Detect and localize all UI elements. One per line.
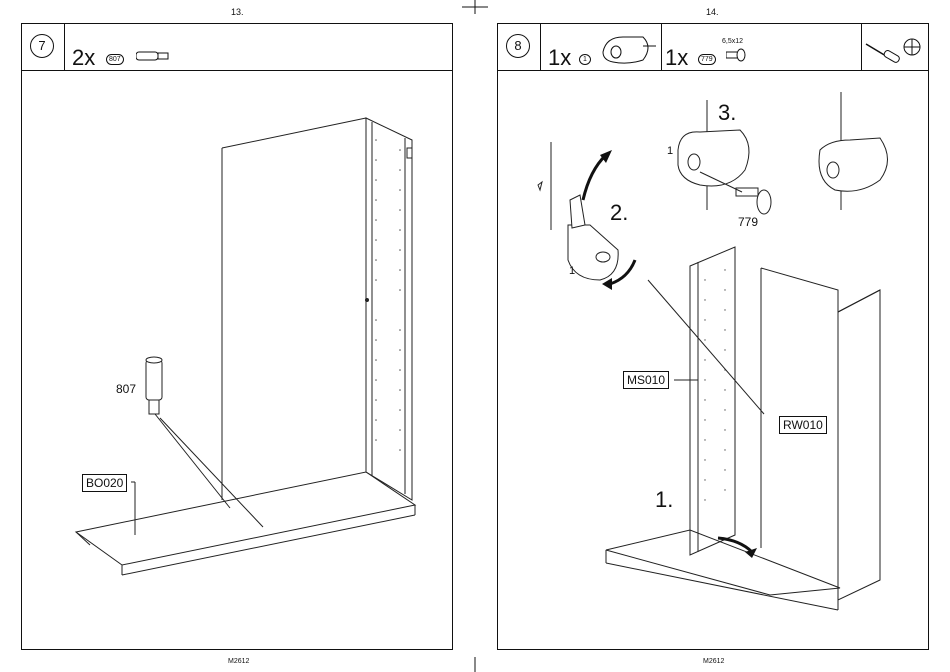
step-number-cell: 7: [22, 24, 65, 70]
screw-size: 6,5x12: [722, 38, 743, 45]
label-rw010: RW010: [779, 416, 827, 434]
crosshead-icon: [902, 37, 922, 57]
step-number-cell: 8: [498, 24, 541, 70]
label-779: 779: [738, 215, 758, 229]
label-part-1-left: 1: [569, 265, 575, 277]
label-part-1-top: 1: [667, 145, 673, 157]
step-label-2: 2.: [610, 200, 628, 226]
quantity-b-text: 1x: [665, 45, 688, 71]
step-header-7: 7 2x 807: [22, 24, 452, 71]
header-divider: [661, 24, 662, 70]
label-807: 807: [116, 382, 136, 396]
step-panel-8: 8 1x 1 1x 779 6,5x12: [497, 23, 929, 650]
quantity-text: 2x: [72, 45, 95, 71]
step-panel-7: 7 2x 807: [21, 23, 453, 650]
tools-divider: [861, 24, 862, 70]
step-label-3: 3.: [718, 100, 736, 126]
label-ms010: MS010: [623, 371, 669, 389]
screwdriver-icon: [864, 36, 904, 64]
step-number-7: 7: [30, 34, 54, 58]
bracket-icon: [598, 32, 658, 66]
step-header-8: 8 1x 1 1x 779 6,5x12: [498, 24, 928, 71]
part-badge-779: 779: [698, 54, 716, 65]
label-bo020: BO020: [82, 474, 127, 492]
part-badge-807: 807: [106, 54, 124, 65]
screw-icon: [726, 48, 748, 64]
step-label-1: 1.: [655, 487, 673, 513]
quantity-a-text: 1x: [548, 45, 571, 71]
dowel-icon: [136, 48, 172, 64]
step-number-8: 8: [506, 34, 530, 58]
part-badge-1: 1: [579, 54, 591, 65]
